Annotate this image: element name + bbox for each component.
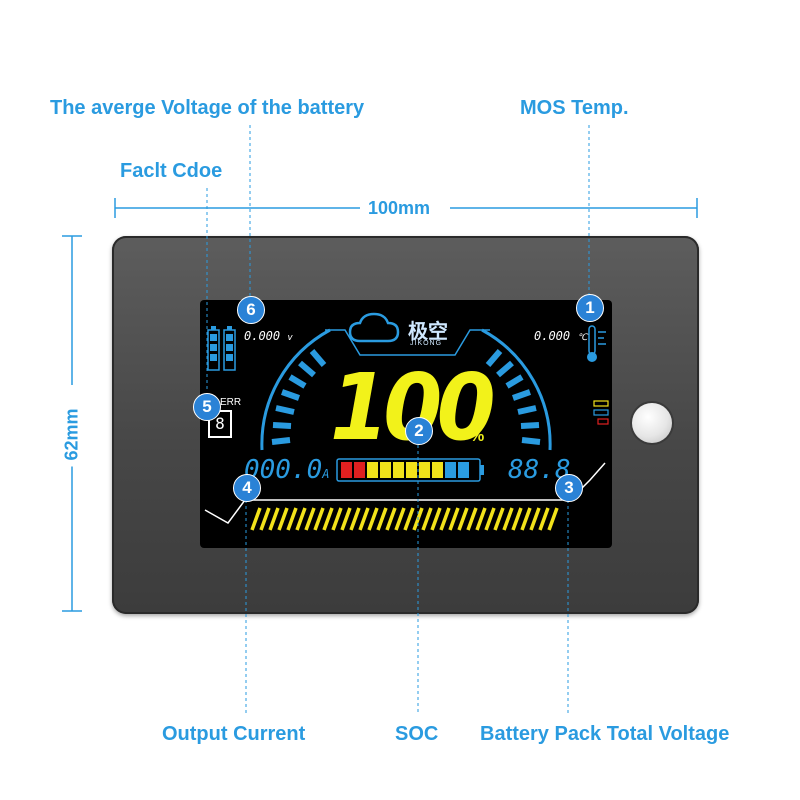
badge-5: 5 — [193, 393, 221, 421]
cloud-logo-icon — [348, 312, 400, 343]
label-soc: SOC — [395, 723, 439, 745]
current-unit: A — [322, 467, 330, 481]
dimension-width: 100mm — [365, 198, 434, 219]
badge-4: 4 — [233, 474, 261, 502]
label-fault-code: Faclt Cdoe — [120, 160, 223, 182]
label-avg-voltage: The averge Voltage of the battery — [50, 97, 365, 119]
label-mos-temp: MOS Temp. — [520, 97, 629, 119]
badge-1: 1 — [576, 294, 604, 322]
stripe-bar — [204, 462, 606, 531]
badge-3: 3 — [555, 474, 583, 502]
battery-cells-icon — [207, 326, 236, 371]
brand-name-cn: 极空 — [408, 319, 448, 343]
avg-voltage-unit: v — [287, 333, 293, 343]
temp-readout: 0.000 ℃ — [534, 329, 587, 343]
label-pack-voltage: Battery Pack Total Voltage — [480, 723, 730, 745]
avg-voltage-readout: 0.000 v — [244, 329, 293, 343]
power-button[interactable] — [632, 403, 672, 443]
brand-name-en: JIKONG — [410, 340, 443, 347]
temp-unit: ℃ — [577, 333, 588, 343]
thermometer-icon — [587, 325, 606, 362]
temp-value: 0.000 — [534, 329, 571, 343]
label-output-current: Output Current — [162, 723, 306, 745]
badge-2: 2 — [405, 417, 433, 445]
err-label: ERR — [220, 397, 242, 408]
avg-voltage-value: 0.000 — [244, 329, 281, 343]
badge-6: 6 — [237, 296, 265, 324]
status-bars-icon — [593, 400, 609, 425]
soc-unit: % — [470, 428, 485, 445]
battery-bar-icon — [336, 458, 484, 482]
